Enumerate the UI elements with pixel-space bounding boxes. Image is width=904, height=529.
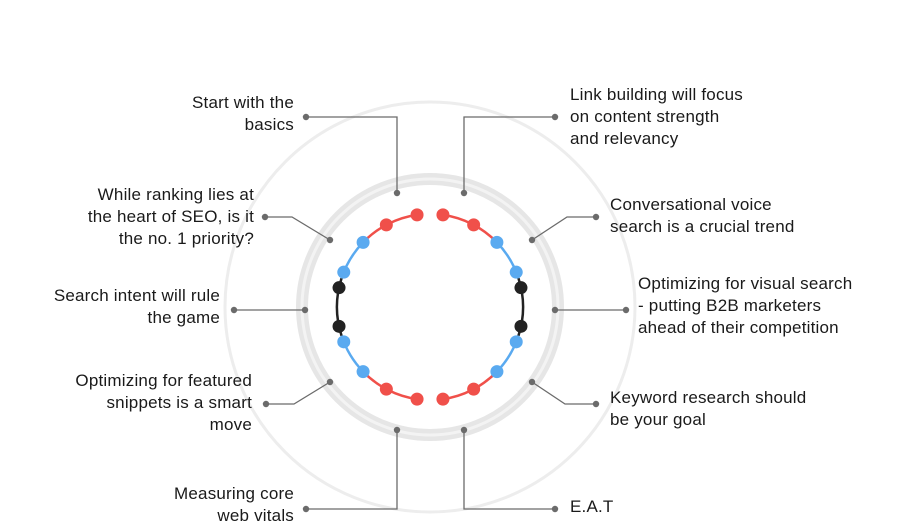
dot-blue (337, 335, 351, 349)
background-rings (223, 100, 637, 514)
connector-dot (592, 213, 600, 221)
connector-dot (393, 426, 401, 434)
dot-blue (490, 235, 504, 249)
label-keyword-research: Keyword research should be your goal (610, 388, 807, 429)
label-ranking-priority: While ranking lies at the heart of SEO, … (87, 185, 254, 248)
dot-red (410, 392, 424, 406)
connector-line (265, 216, 331, 241)
connector-line (463, 116, 555, 193)
dot-blue (509, 265, 523, 279)
connector-line (531, 216, 596, 241)
dot-blue (356, 235, 370, 249)
inner-ring-highlight (300, 177, 560, 437)
label-search-intent: Search intent will rule the game (53, 286, 220, 327)
dot-red (436, 392, 450, 406)
connector-dot (230, 306, 238, 314)
dot-black (332, 319, 346, 333)
connector-dot (551, 306, 559, 314)
connector-line (266, 381, 331, 405)
connector-dot (326, 236, 334, 244)
label-featured-snippets: Optimizing for featured snippets is a sm… (75, 371, 252, 434)
connector-dot (528, 378, 536, 386)
connector-line (531, 381, 596, 405)
dot-red (467, 382, 481, 396)
connector-dot (460, 426, 468, 434)
dot-blue (356, 365, 370, 379)
connector-dot (326, 378, 334, 386)
connector-dot (460, 189, 468, 197)
dot-red (436, 208, 450, 222)
connector-dot (301, 306, 309, 314)
connector-dot (262, 400, 270, 408)
connector-dot (528, 236, 536, 244)
dot-blue (490, 365, 504, 379)
connector-lines (230, 113, 630, 513)
dot-red (467, 218, 481, 232)
label-core-web-vitals: Measuring core web vitals (174, 484, 294, 525)
outer-ring (223, 100, 637, 514)
connector-dot (261, 213, 269, 221)
dot-blue (337, 265, 351, 279)
connector-dot (622, 306, 630, 314)
connector-dot (393, 189, 401, 197)
dot-black (514, 281, 528, 295)
dot-red (379, 218, 393, 232)
inner-dots (332, 208, 528, 406)
connector-dot (302, 505, 310, 513)
label-voice-search: Conversational voice search is a crucial… (610, 195, 795, 236)
connector-line (306, 116, 398, 193)
label-visual-search: Optimizing for visual search - putting B… (638, 274, 853, 337)
dot-black (332, 281, 346, 295)
dot-red (379, 382, 393, 396)
connector-dot (551, 113, 559, 121)
connector-line (306, 430, 398, 510)
connector-line (463, 430, 555, 510)
dot-blue (509, 335, 523, 349)
connector-dot (551, 505, 559, 513)
dot-red (410, 208, 424, 222)
label-eat: E.A.T (570, 497, 614, 516)
dot-black (514, 319, 528, 333)
label-link-building: Link building will focus on content stre… (570, 85, 743, 148)
connector-dot (592, 400, 600, 408)
label-start-basics: Start with the basics (191, 93, 294, 134)
connector-dot (302, 113, 310, 121)
